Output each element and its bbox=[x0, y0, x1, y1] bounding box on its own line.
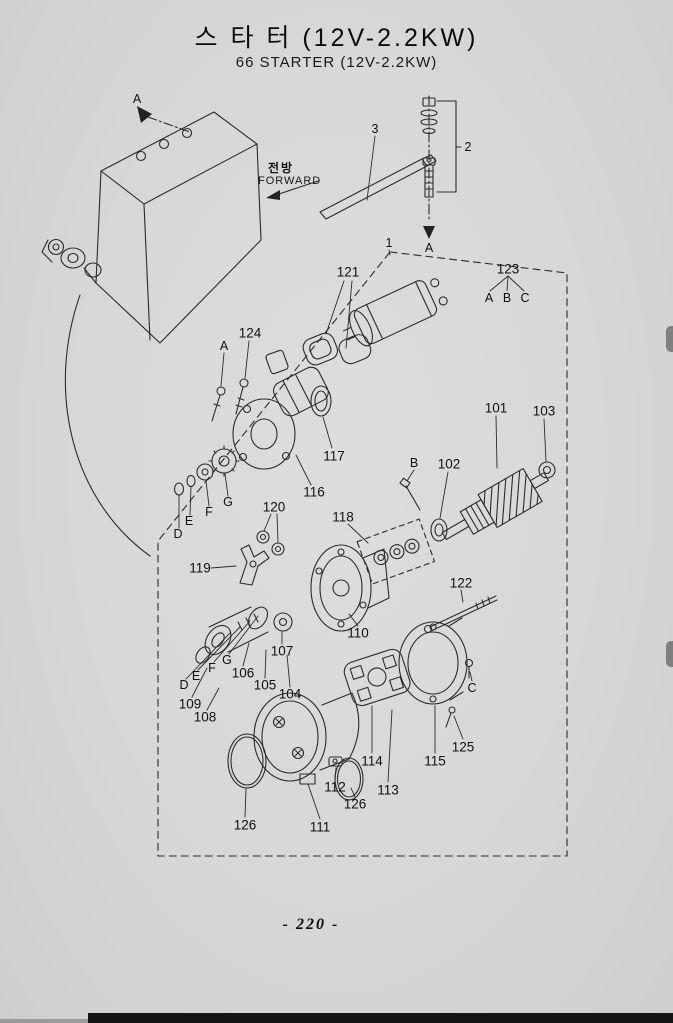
callout-112-41: 112 bbox=[324, 779, 346, 795]
callout-e-31: E bbox=[191, 668, 201, 683]
overrun-clutch-pinion bbox=[195, 606, 293, 664]
gaskets-121 bbox=[302, 332, 372, 366]
callout-102-16: 102 bbox=[437, 456, 461, 472]
callout-121-5: 121 bbox=[336, 264, 360, 280]
scan-edge-artifact bbox=[88, 1013, 673, 1023]
assembly-boundary bbox=[157, 251, 568, 857]
page-title-korean: 스 타 터 (12V-2.2KW) bbox=[194, 24, 479, 52]
callout-3-1: 3 bbox=[371, 121, 379, 136]
oring-126-left bbox=[227, 733, 267, 789]
callout-1-4: 1 bbox=[385, 235, 393, 250]
callout-104-35: 104 bbox=[278, 686, 302, 702]
callout-126-43: 126 bbox=[343, 796, 367, 812]
callout-126-44: 126 bbox=[233, 817, 257, 833]
callout-122-25: 122 bbox=[449, 575, 473, 591]
callout-f-29: F bbox=[208, 660, 216, 675]
callout-120-19: 120 bbox=[262, 499, 286, 515]
forward-label-korean: 전방 bbox=[268, 161, 295, 175]
callout-f-20: F bbox=[205, 504, 213, 519]
callout-110-26: 110 bbox=[347, 625, 369, 641]
callout-114-39: 114 bbox=[361, 753, 383, 769]
bolt-124 bbox=[235, 378, 249, 415]
callout-118-21: 118 bbox=[332, 509, 354, 525]
page-number: - 220 - bbox=[282, 916, 340, 933]
callout-109-36: 109 bbox=[178, 696, 202, 712]
callout-c-9: C bbox=[520, 290, 530, 305]
callout-a-7: A bbox=[484, 290, 494, 305]
engine-block-drawing bbox=[41, 111, 262, 557]
callout-d-33: D bbox=[179, 677, 189, 692]
through-bolt-122 bbox=[423, 595, 498, 634]
callout-111-45: 111 bbox=[309, 819, 331, 835]
callout-g-18: G bbox=[223, 494, 233, 509]
callout-124-10: 124 bbox=[238, 325, 262, 341]
callout-c-34: C bbox=[467, 680, 477, 695]
screw-c bbox=[464, 658, 474, 679]
callout-113-42: 113 bbox=[377, 782, 399, 798]
callout-a-11: A bbox=[219, 338, 229, 353]
callout-107-27: 107 bbox=[270, 643, 294, 659]
washer-102 bbox=[430, 518, 448, 542]
callout-b-8: B bbox=[502, 290, 512, 305]
callout-119-24: 119 bbox=[189, 560, 211, 576]
callout-117-14: 117 bbox=[323, 448, 345, 464]
bolt-a bbox=[211, 386, 226, 422]
binder-hole-mark bbox=[666, 641, 673, 667]
page-title-english: 66 STARTER (12V-2.2KW) bbox=[235, 54, 438, 71]
bolt-b bbox=[399, 477, 421, 511]
bearing-103 bbox=[538, 461, 556, 479]
callout-105-32: 105 bbox=[253, 677, 277, 693]
forward-label: 전방 FORWARD bbox=[258, 161, 321, 189]
forward-label-english: FORWARD bbox=[258, 175, 322, 188]
callout-a-3: A bbox=[424, 240, 434, 255]
rings-120 bbox=[256, 530, 285, 556]
oring-117 bbox=[310, 385, 332, 417]
scan-edge-artifact bbox=[0, 1019, 88, 1023]
callout-116-17: 116 bbox=[303, 484, 325, 500]
yoke-housing-111 bbox=[253, 692, 360, 785]
brush-holder-114 bbox=[343, 648, 411, 707]
leader-lines bbox=[178, 135, 547, 820]
rear-bracket-115 bbox=[398, 617, 468, 705]
binder-hole-mark bbox=[666, 326, 673, 352]
callout-125-38: 125 bbox=[451, 739, 475, 755]
callout-g-28: G bbox=[222, 652, 232, 667]
callout-d-23: D bbox=[173, 526, 183, 541]
forward-arrow-icon bbox=[266, 180, 319, 200]
callout-106-30: 106 bbox=[231, 665, 255, 681]
callout-115-40: 115 bbox=[424, 753, 446, 769]
callout-101-12: 101 bbox=[484, 400, 508, 416]
gear-washer-set-upper bbox=[173, 445, 240, 496]
callout-e-22: E bbox=[184, 513, 194, 528]
shift-lever-119 bbox=[239, 544, 270, 586]
arrow-a-bottom-icon bbox=[423, 226, 435, 239]
callout-108-37: 108 bbox=[193, 709, 217, 725]
callout-b-15: B bbox=[409, 455, 419, 470]
armature-101 bbox=[441, 467, 550, 541]
screw-125 bbox=[445, 706, 456, 728]
callout-123-6: 123 bbox=[496, 261, 520, 277]
arrow-a-top-icon bbox=[137, 106, 152, 123]
callout-a-0: A bbox=[132, 91, 142, 106]
front-bracket-116 bbox=[232, 349, 329, 470]
callout-2-2: 2 bbox=[464, 139, 472, 154]
center-bracket-110 bbox=[310, 544, 390, 632]
stay-rod-3 bbox=[319, 154, 437, 220]
clip-112 bbox=[328, 756, 343, 767]
callout-103-13: 103 bbox=[532, 403, 556, 419]
